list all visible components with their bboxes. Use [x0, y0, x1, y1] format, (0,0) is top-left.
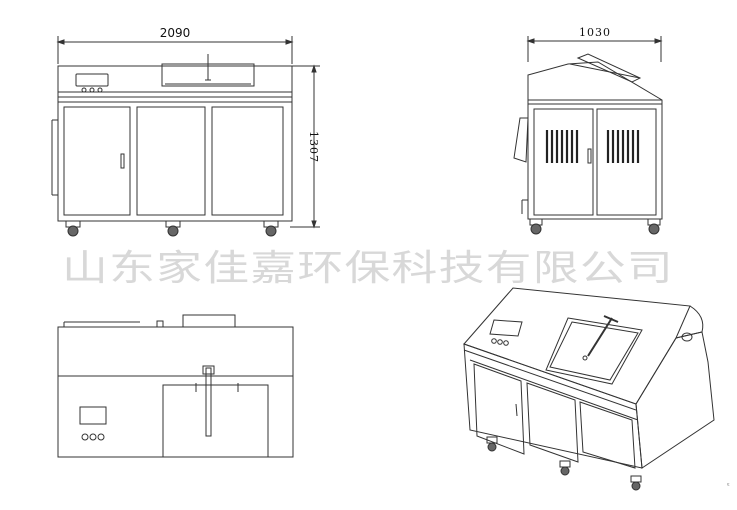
iso-door-3 [579, 401, 636, 469]
top-sink-rim [182, 314, 236, 328]
vent-left [545, 130, 579, 163]
height-dimension [290, 64, 320, 229]
iso-door-2 [526, 382, 579, 463]
side-door-left [533, 108, 594, 216]
iso-front-face [463, 343, 643, 469]
top-view [57, 314, 294, 458]
depth-dimension [526, 36, 663, 62]
height-label: 1307 [307, 131, 320, 163]
control-knob-2 [89, 87, 95, 93]
door-handle [120, 153, 125, 169]
top-outline [57, 326, 294, 458]
front-view [51, 36, 320, 237]
cabinet-door-middle [136, 106, 206, 216]
iso-door-1 [473, 363, 525, 455]
control-knob-3 [97, 87, 103, 93]
isometric-view [463, 287, 715, 491]
sloped-top [527, 61, 663, 105]
side-door-right [596, 108, 657, 216]
width-dimension [56, 36, 294, 64]
iso-casters [486, 436, 642, 491]
top-faucet-arm [205, 367, 212, 437]
width-label: 2090 [160, 26, 191, 40]
top-basin [162, 384, 269, 458]
iso-sink-basin [545, 317, 643, 385]
cabinet-door-left [63, 106, 131, 216]
vent-right [606, 130, 640, 163]
top-button-1 [81, 433, 89, 441]
top-display-screen [79, 406, 107, 425]
side-casters [529, 218, 661, 235]
top-button-3 [97, 433, 105, 441]
control-knob-1 [81, 87, 87, 93]
front-casters [65, 220, 279, 237]
control-panel-box [75, 73, 109, 87]
iso-display-screen [489, 319, 523, 337]
depth-label: 1030 [579, 26, 611, 39]
side-bracket [513, 117, 529, 163]
top-button-2 [89, 433, 97, 441]
corner-mark: ᵋ [727, 481, 730, 490]
iso-top-surface [463, 287, 691, 405]
cabinet-body [57, 96, 293, 222]
iso-side-port [681, 332, 693, 342]
side-view [513, 36, 663, 235]
cabinet-door-right [211, 106, 284, 216]
company-watermark: 山东家佳嘉环保科技有限公司 [62, 248, 674, 289]
side-sink-lid [576, 53, 642, 83]
iso-right-end [635, 331, 715, 469]
side-body [527, 103, 663, 220]
